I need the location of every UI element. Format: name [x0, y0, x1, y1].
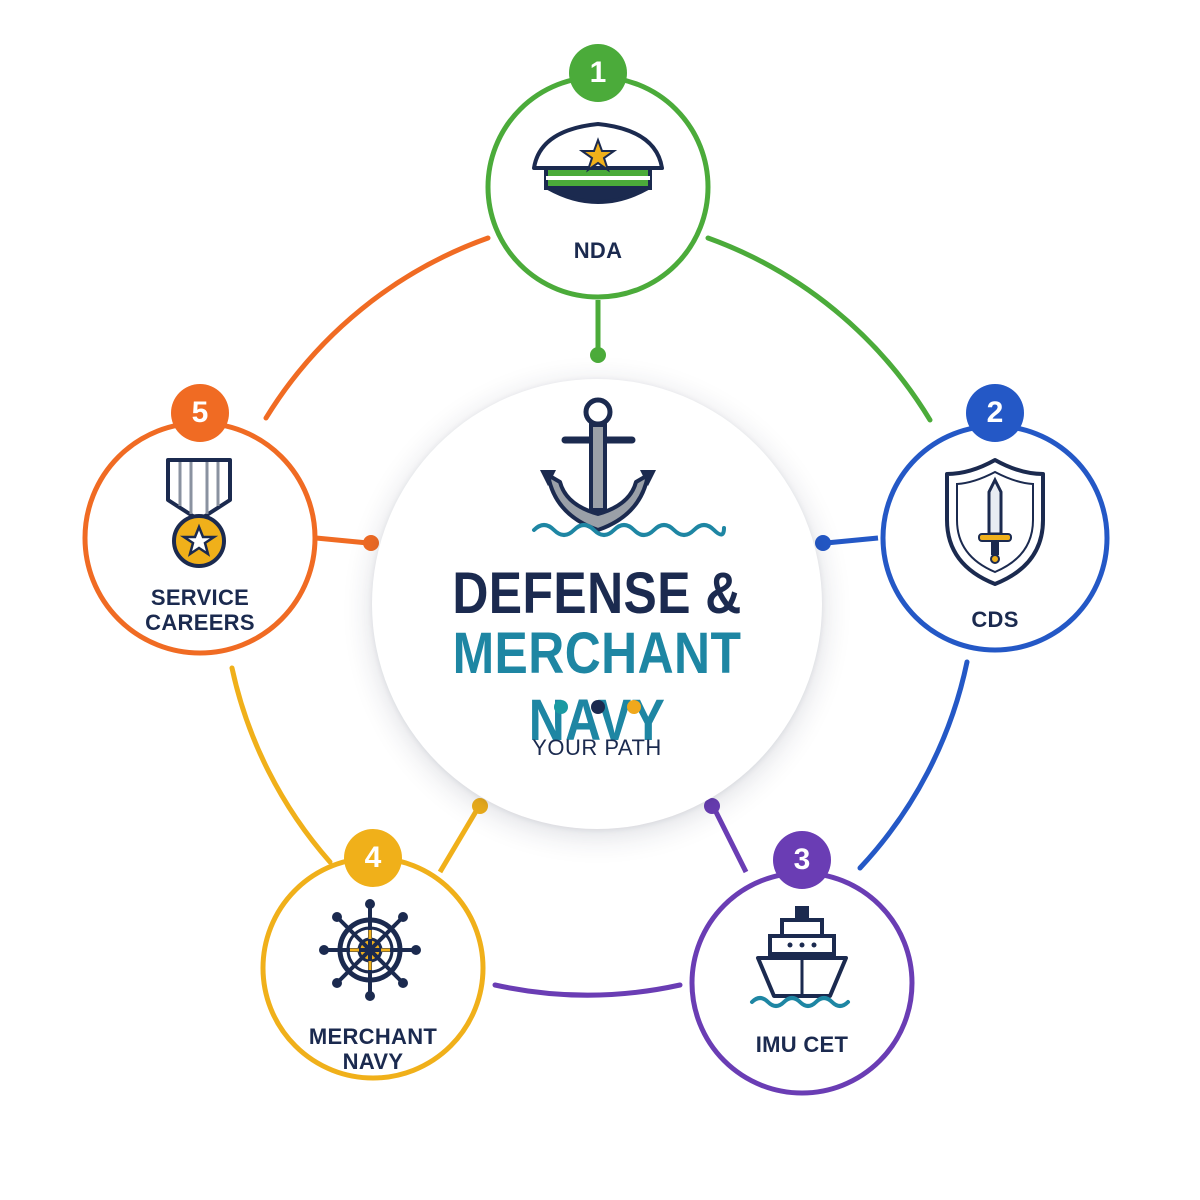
badge-number-nda: 1	[589, 56, 607, 89]
node-ring-imu	[689, 870, 915, 1096]
node-label-merchant-line2: NAVY	[342, 1049, 404, 1074]
arc-imu-to-merchant	[492, 982, 683, 998]
badge-number-merchant: 4	[364, 841, 382, 874]
spoke-dot-nda	[590, 347, 606, 363]
spoke-dot-imu	[704, 798, 720, 814]
spoke-cds	[825, 535, 879, 546]
spoke-merchant	[437, 806, 481, 874]
center-title-line1: DEFENSE &	[452, 561, 742, 626]
spoke-imu	[711, 806, 749, 874]
badge-number-service: 5	[191, 396, 209, 429]
badge-number-imu: 3	[793, 843, 811, 876]
badge-nda	[569, 44, 627, 102]
node-label-service-line2: CAREERS	[145, 610, 255, 635]
node-label-cds: CDS	[971, 607, 1019, 632]
node-label-nda: NDA	[573, 238, 623, 263]
badge-merchant	[344, 829, 402, 887]
node-label-imu: IMU CET	[755, 1032, 849, 1057]
node-label-service-line1: SERVICE	[150, 585, 250, 610]
spoke-dot-service	[363, 535, 379, 551]
spoke-service	[315, 535, 369, 546]
node-ring-nda	[485, 74, 711, 300]
badge-imu	[773, 831, 831, 889]
arc-merchant-to-service	[229, 665, 333, 865]
badge-number-cds: 2	[986, 396, 1004, 429]
node-label-service: SERVICE CAREERS	[120, 585, 280, 635]
arc-service-to-nda	[263, 235, 491, 421]
badge-cds	[966, 384, 1024, 442]
center-subtitle: YOUR PATH	[532, 735, 662, 760]
arc-cds-to-imu	[857, 659, 970, 871]
center-title-line2: MERCHANT NAVY	[452, 621, 742, 753]
node-label-merchant-line1: MERCHANT	[308, 1024, 438, 1049]
node-label-merchant: MERCHANT NAVY	[293, 1024, 453, 1074]
spoke-dot-cds	[815, 535, 831, 551]
badge-service	[171, 384, 229, 442]
arc-nda-to-cds	[705, 235, 933, 423]
spoke-dot-merchant	[472, 798, 488, 814]
